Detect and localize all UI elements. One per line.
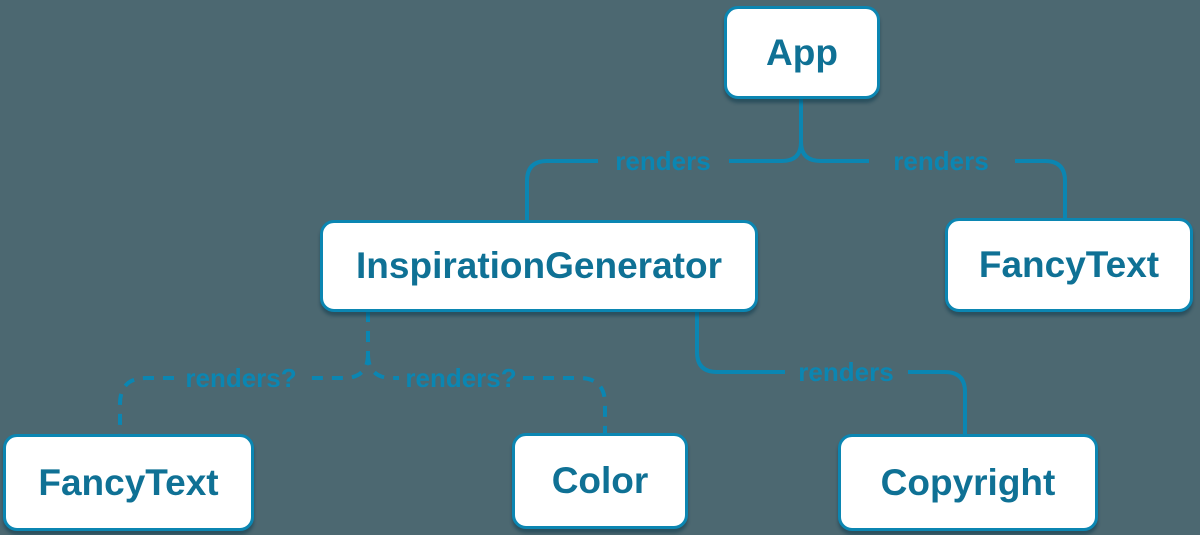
edge-label-inspirationgenerator-fancytext: renders? <box>185 363 297 393</box>
edge-label-inspirationgenerator-color: renders? <box>405 363 517 393</box>
node-app: App <box>724 6 880 99</box>
edge-inspirationgenerator-copyright-line-right <box>908 370 967 434</box>
edge-inspirationgenerator-fancytext-dashed-end <box>118 376 174 434</box>
edge-inspirationgenerator-fancytext-dashed-left <box>308 353 370 380</box>
edge-inspirationgenerator-color-dashed-left <box>366 353 399 380</box>
edge-label-app-inspirationgenerator: renders <box>615 146 711 176</box>
node-fancytext-bottom: FancyText <box>3 434 254 531</box>
node-copyright-label: Copyright <box>880 461 1056 503</box>
node-fancytext-bottom-label: FancyText <box>38 461 219 503</box>
edge-app-fancytext-line-right <box>1015 159 1067 218</box>
node-inspiration-generator-label: InspirationGenerator <box>356 245 722 286</box>
node-fancytext-top-label: FancyText <box>978 244 1160 285</box>
edge-inspirationgenerator-copyright-line-left <box>695 312 785 374</box>
edge-app-inspirationgenerator-line-left <box>729 99 803 163</box>
node-color-label: Color <box>551 460 649 501</box>
edge-app-inspirationgenerator-line-right <box>525 159 598 220</box>
edge-label-app-fancytext: renders <box>893 146 989 176</box>
edge-label-inspirationgenerator-copyright: renders <box>798 357 894 387</box>
edge-inspirationgenerator-color-dashed-end <box>523 376 607 433</box>
node-inspiration-generator: InspirationGenerator <box>320 220 758 312</box>
node-fancytext-top: FancyText <box>945 218 1193 312</box>
node-app-label: App <box>766 31 838 73</box>
node-copyright: Copyright <box>838 434 1098 531</box>
node-color: Color <box>512 433 688 529</box>
edge-app-fancytext-line-left <box>799 99 869 163</box>
